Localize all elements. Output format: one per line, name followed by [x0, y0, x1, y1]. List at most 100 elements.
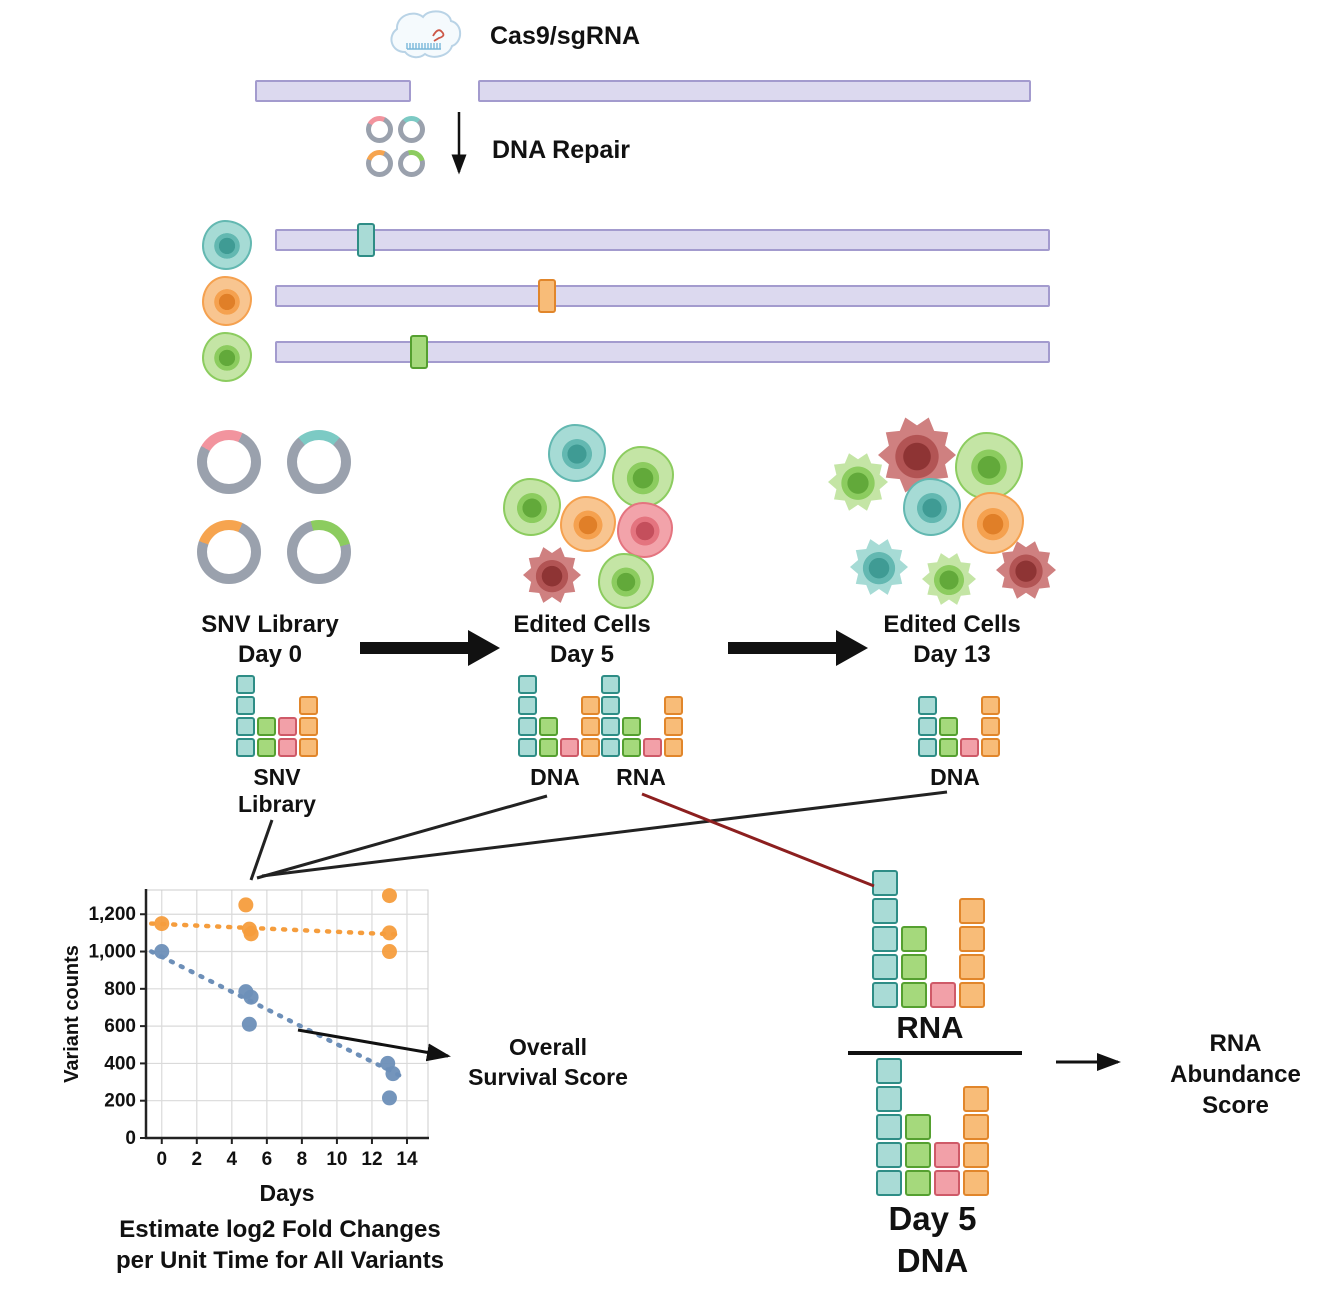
cut-dna-bar-left — [255, 80, 411, 102]
stack-column-teal — [872, 870, 898, 1008]
svg-text:6: 6 — [262, 1149, 273, 1170]
dna-fraction-label1: Day 5 — [888, 1200, 977, 1237]
edit-insertion-teal — [357, 223, 375, 257]
stack-column-orange — [959, 898, 985, 1008]
connector-rna-to-fraction — [641, 792, 875, 888]
variant-square-teal — [236, 738, 255, 757]
plot-caption: Estimate log2 Fold Changes per Unit Time… — [35, 1214, 525, 1276]
day5-cell-teal-icon — [548, 424, 606, 482]
edit-insertion-green — [410, 335, 428, 369]
stack-column-pink — [278, 717, 297, 757]
variant-square-green — [901, 982, 927, 1008]
variant-square-pink — [278, 717, 297, 736]
rna-day5-stack — [601, 675, 683, 757]
day13-stressed-green2-icon — [922, 553, 976, 605]
day5-cell-orange-icon — [560, 496, 616, 552]
day13-cell-green-icon — [955, 432, 1023, 500]
variant-square-teal — [601, 696, 620, 715]
svg-text:400: 400 — [104, 1053, 136, 1074]
cas9-sgrna-icon — [390, 10, 462, 59]
cell-icon-orange — [202, 276, 252, 326]
library-stage-line1: SNV Library — [201, 611, 339, 638]
variant-square-orange — [959, 898, 985, 924]
stack-column-orange — [981, 696, 1000, 757]
variant-square-green — [622, 738, 641, 757]
survival-score-line2: Survival Score — [468, 1064, 628, 1090]
survival-score-line1: Overall — [509, 1034, 587, 1060]
variant-square-pink — [934, 1170, 960, 1196]
stack-column-pink — [934, 1142, 960, 1196]
snv-library-stack-label1: SNV — [253, 764, 301, 790]
day5-dying-cell-icon — [523, 547, 581, 603]
stack-column-teal — [236, 675, 255, 757]
stack-column-teal — [601, 675, 620, 757]
stack-column-pink — [930, 982, 956, 1008]
stack-column-orange — [664, 696, 683, 757]
stack-column-pink — [960, 738, 979, 757]
rna-abundance-line2: Abundance — [1170, 1061, 1301, 1088]
stack-column-green — [539, 717, 558, 757]
repair-plasmid-pink-icon — [366, 116, 393, 143]
day5-cell-green-icon — [612, 446, 674, 508]
library-plasmid-orange-icon — [197, 520, 261, 584]
variant-square-orange — [981, 717, 1000, 736]
plot-caption-line2: per Unit Time for All Variants — [115, 1247, 445, 1274]
dna-day5-stack — [518, 675, 600, 757]
stack-column-green — [901, 926, 927, 1008]
variant-square-teal — [518, 675, 537, 694]
stack-column-teal — [876, 1058, 902, 1196]
svg-text:1,200: 1,200 — [88, 904, 136, 925]
repair-plasmid-teal-icon — [398, 116, 425, 143]
stack-column-green — [939, 717, 958, 757]
cell-icon-teal — [202, 220, 252, 270]
variant-square-teal — [601, 717, 620, 736]
variant-square-teal — [518, 738, 537, 757]
variant-square-teal — [518, 717, 537, 736]
variant-square-green — [257, 738, 276, 757]
day13-stage-line1: Edited Cells — [883, 611, 1021, 638]
variant-square-orange — [299, 738, 318, 757]
svg-text:10: 10 — [326, 1149, 347, 1170]
variant-square-orange — [963, 1142, 989, 1168]
dna-day13-label: DNA — [930, 764, 980, 790]
stack-column-pink — [560, 738, 579, 757]
variant-square-green — [622, 717, 641, 736]
variant-square-orange — [581, 738, 600, 757]
dna-fraction-stack — [876, 1058, 989, 1196]
day5-cell-red-icon — [617, 502, 673, 558]
genome-bar-2 — [275, 285, 1050, 307]
cas9-label: Cas9/sgRNA — [490, 22, 641, 50]
day13-stage-title: Edited Cells Day 13 — [867, 610, 1037, 670]
dna-day5-label: DNA — [530, 764, 580, 790]
variant-square-teal — [872, 870, 898, 896]
variant-square-green — [901, 926, 927, 952]
rna-fraction-stack — [872, 870, 985, 1008]
svg-text:Variant counts: Variant counts — [62, 945, 83, 1083]
dna-fraction-label: Day 5 DNA — [845, 1198, 1020, 1282]
variant-square-green — [905, 1114, 931, 1140]
variant-square-green — [905, 1142, 931, 1168]
variant-square-teal — [918, 717, 937, 736]
variant-square-green — [939, 717, 958, 736]
variant-square-orange — [581, 696, 600, 715]
snv-library-stack — [236, 675, 318, 757]
variant-square-teal — [872, 982, 898, 1008]
variant-square-teal — [236, 696, 255, 715]
day13-stressed-green-icon — [828, 453, 888, 511]
svg-text:8: 8 — [297, 1149, 308, 1170]
rna-day5-label: RNA — [616, 764, 666, 790]
variant-square-pink — [930, 982, 956, 1008]
variant-square-green — [539, 738, 558, 757]
cell-icon-green — [202, 332, 252, 382]
rna-abundance-score-label: RNA Abundance Score — [1148, 1028, 1320, 1121]
stage-arrow-library-to-day5 — [360, 630, 500, 666]
variant-square-pink — [643, 738, 662, 757]
library-plasmid-green-icon — [287, 520, 351, 584]
variant-square-orange — [963, 1086, 989, 1112]
stack-column-orange — [581, 696, 600, 757]
variant-square-teal — [518, 696, 537, 715]
svg-text:4: 4 — [227, 1149, 238, 1170]
dna-fraction-label2: DNA — [896, 1242, 969, 1279]
stack-column-green — [622, 717, 641, 757]
